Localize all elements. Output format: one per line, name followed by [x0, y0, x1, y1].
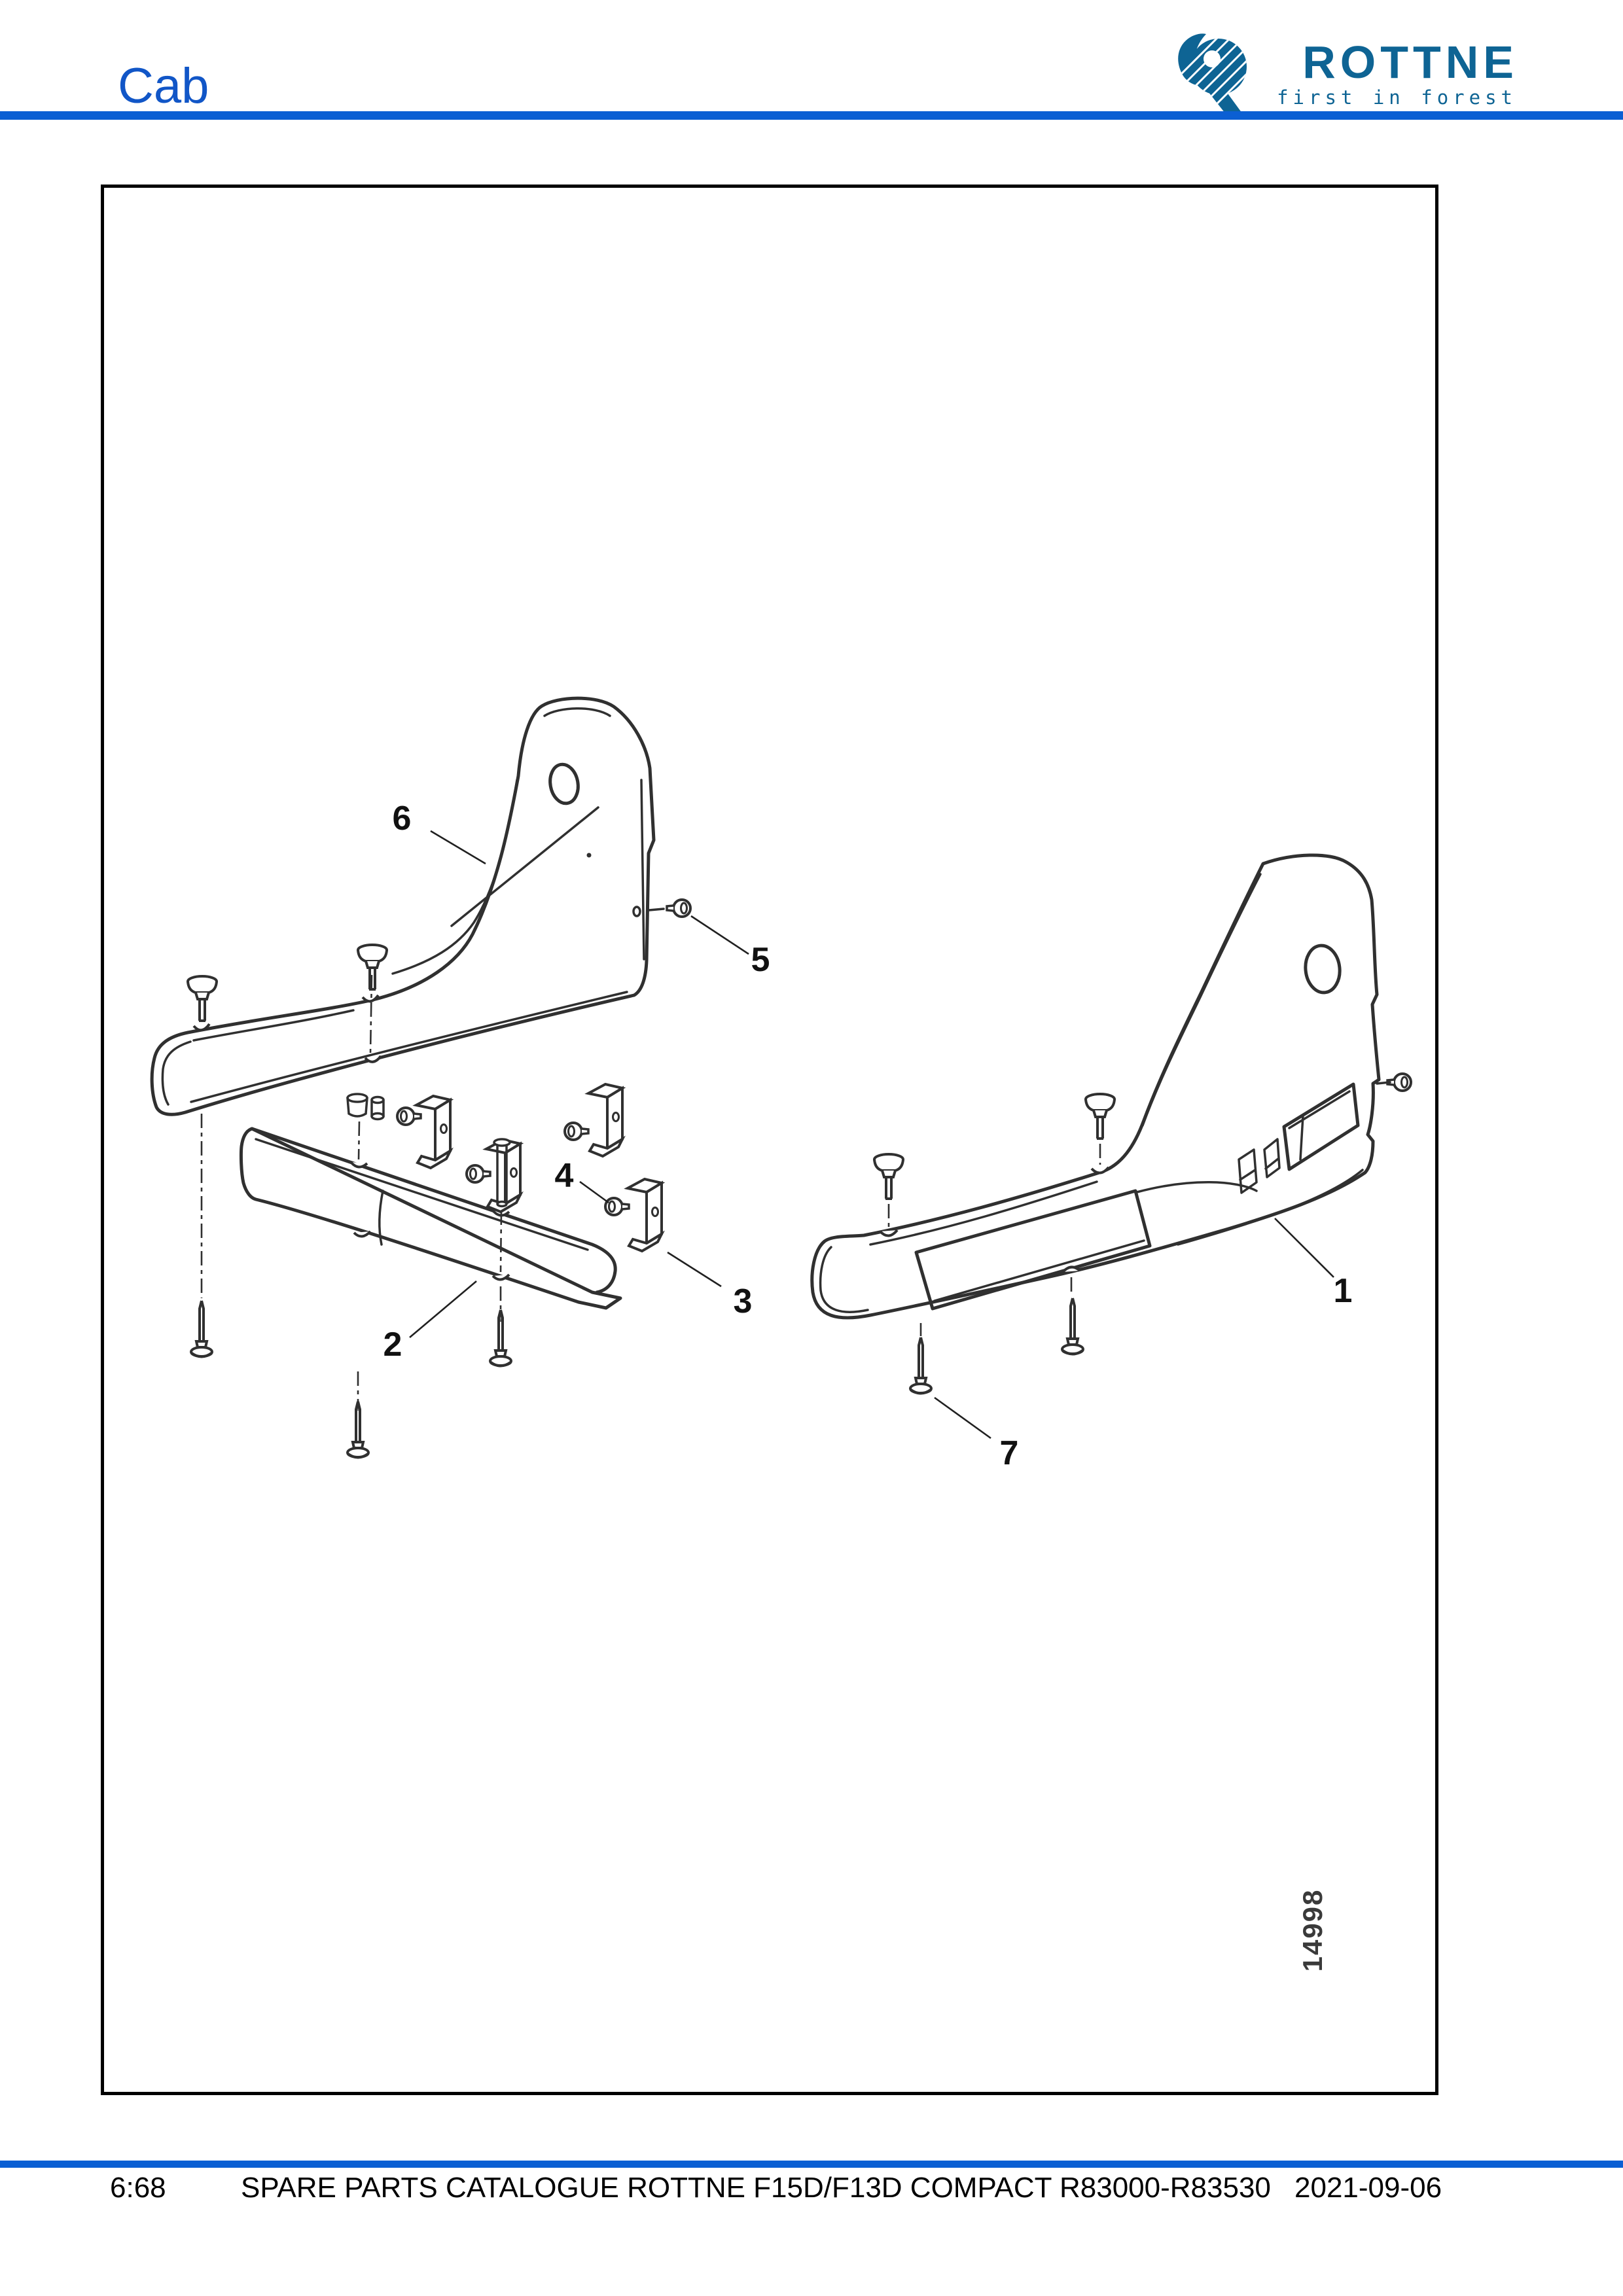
drawing-number: 14998: [1297, 1889, 1328, 1972]
lower-rail-cover: [239, 1127, 622, 1310]
footer-divider: [0, 2161, 1623, 2168]
left-side-panel: [150, 696, 656, 1116]
footer-date: 2021-09-06: [1294, 2172, 1442, 2204]
callout-3: 3: [734, 1282, 753, 1320]
callout-2: 2: [383, 1326, 402, 1364]
logo-brand-text: ROTTNE: [1302, 37, 1518, 88]
footer-catalogue-title: SPARE PARTS CATALOGUE ROTTNE F15D/F13D C…: [241, 2172, 1271, 2204]
callout-7: 7: [1000, 1434, 1019, 1472]
callout-4: 4: [555, 1157, 574, 1195]
callouts: 6 5 4 3 2 1 7: [383, 800, 1353, 1472]
logo-tagline-text: first in forest: [1277, 86, 1517, 109]
left-panel-screws: [187, 898, 692, 1358]
callout-5: 5: [751, 941, 770, 979]
figure-frame: [101, 185, 1438, 2095]
footer-page-number: 6:68: [110, 2172, 166, 2204]
callout-6: 6: [393, 800, 412, 838]
callout-1: 1: [1334, 1272, 1353, 1310]
page-title: Cab: [118, 58, 209, 114]
right-side-panel: [810, 853, 1381, 1320]
spacer-screw: [346, 1093, 385, 1459]
rottne-logo: ROTTNE first in forest: [1165, 33, 1518, 115]
rottne-logo-mark-icon: [1178, 33, 1247, 113]
clip-brackets: [396, 1083, 663, 1368]
right-panel-screws: [873, 1072, 1412, 1395]
header-divider: [0, 111, 1623, 120]
